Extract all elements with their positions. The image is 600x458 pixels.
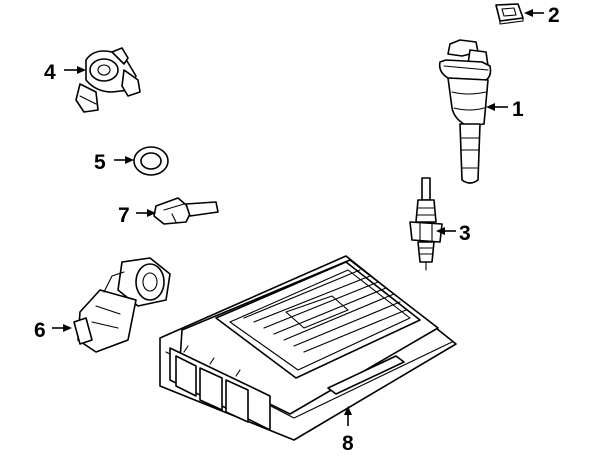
svg-text:6: 6 [34,319,46,342]
part-7-sensor [153,197,219,225]
svg-text:7: 7 [118,204,130,227]
svg-text:5: 5 [94,151,106,174]
svg-text:2: 2 [548,4,560,27]
part-4-position-sensor [75,47,141,113]
part-2-clip [495,3,524,25]
svg-text:8: 8 [342,432,354,455]
part-5-o-ring [133,146,169,176]
callout-5: 5 [94,151,134,174]
svg-text:1: 1 [512,98,524,121]
part-6-position-sensor [73,257,171,353]
part-1-ignition-coil [438,39,492,184]
callout-1: 1 [486,98,524,121]
svg-text:3: 3 [459,222,471,245]
callout-6: 6 [34,319,72,342]
callout-3: 3 [436,222,471,245]
part-3-spark-plug [409,177,443,271]
part-8-control-module [159,255,457,441]
callout-2: 2 [524,4,560,27]
callout-7: 7 [118,204,156,227]
callout-8: 8 [342,406,354,455]
callout-4: 4 [44,61,86,84]
svg-text:4: 4 [44,61,56,84]
